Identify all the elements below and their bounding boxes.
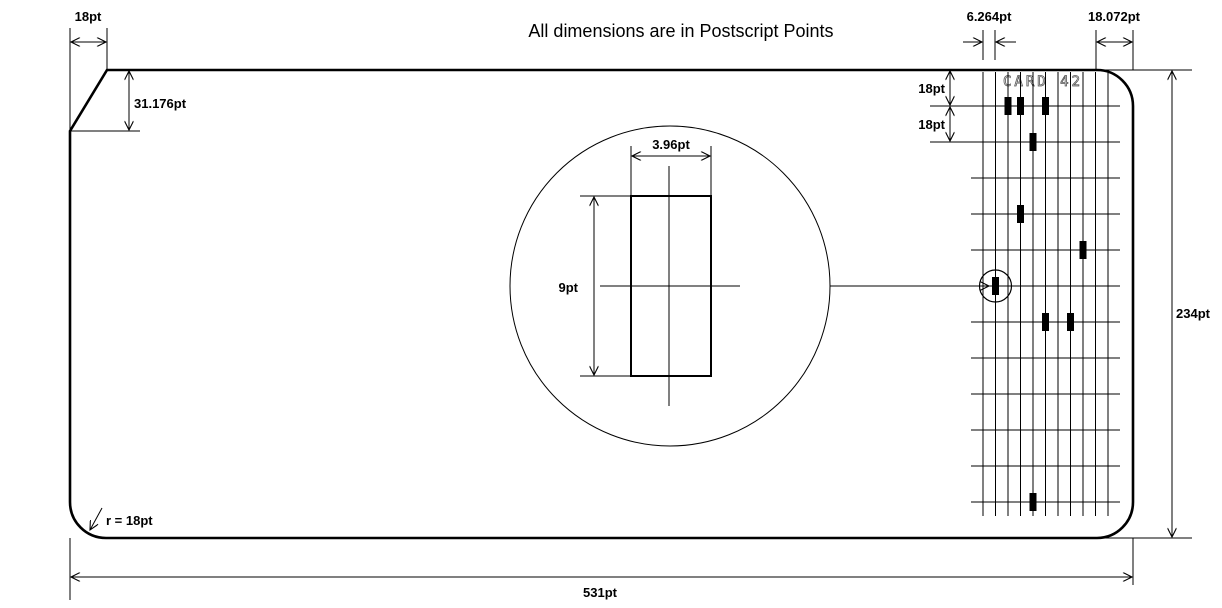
radius-dimension: r = 18pt [90,507,153,530]
right-margin-label: 18.072pt [1088,9,1141,24]
punched-hole [992,277,999,295]
column-pitch-dimension: 6.264pt [963,9,1016,60]
radius-label: r = 18pt [106,513,153,528]
corner-cut-width-dimension: 18pt [69,9,108,131]
row-pitch-label-2: 18pt [918,117,945,132]
row-pitch-dimension: 18pt 18pt [918,71,1000,143]
punch-grid [971,72,1120,516]
punched-hole [1017,97,1024,115]
corner-cut-height-label: 31.176pt [134,96,187,111]
punched-hole [1042,97,1049,115]
column-pitch-label: 6.264pt [967,9,1012,24]
card-width-dimension: 531pt [69,538,1134,600]
hole-height-label: 9pt [559,280,579,295]
corner-cut-height-dimension: 31.176pt [70,69,187,132]
hole-width-label: 3.96pt [652,137,690,152]
card-height-dimension: 234pt [1100,69,1211,539]
punched-hole [1079,241,1087,259]
card-width-label: 531pt [583,585,618,600]
right-margin-dimension: 18.072pt [1088,9,1141,70]
punched-hole [1017,205,1024,223]
punched-hole [1004,97,1012,115]
card-outline [68,68,1135,540]
punched-hole [1029,133,1037,151]
diagram-title: All dimensions are in Postscript Points [528,21,833,41]
hole-magnifier: 3.96pt 9pt [509,125,989,447]
row-pitch-label-1: 18pt [918,81,945,96]
punched-hole [1042,313,1049,331]
punched-hole [1029,493,1037,511]
card-height-label: 234pt [1176,306,1211,321]
card-label: CARD 42 [1003,74,1083,90]
punched-hole [1067,313,1074,331]
corner-cut-width-label: 18pt [75,9,102,24]
